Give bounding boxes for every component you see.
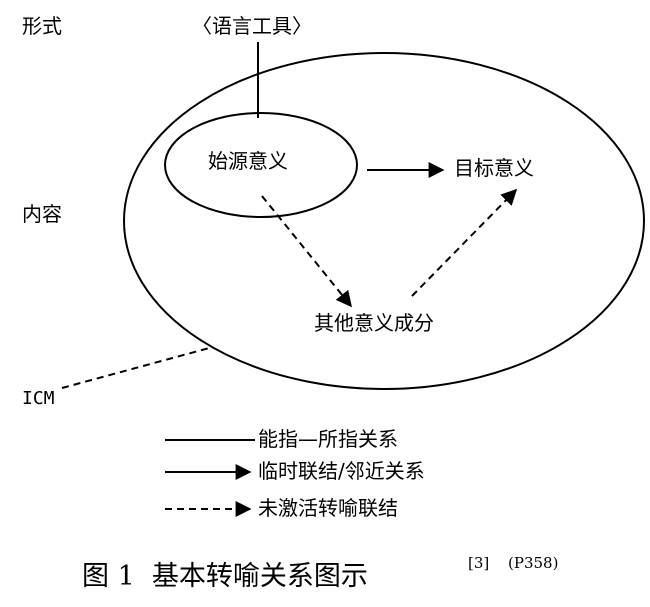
other-components-label: 其他意义成分 <box>314 311 434 335</box>
legend-label-signifier: 能指—所指关系 <box>258 427 398 451</box>
caption-page: (P358) <box>508 554 558 572</box>
legend-label-contiguity: 临时联结/邻近关系 <box>258 459 425 483</box>
target-meaning-label: 目标意义 <box>454 156 534 180</box>
caption-text: 图 1 基本转喻关系图示 <box>82 561 368 592</box>
legend: 能指—所指关系 临时联结/邻近关系 未激活转喻联结 <box>165 427 425 520</box>
source-meaning-ellipse <box>164 112 358 218</box>
figure-caption: 图 1 基本转喻关系图示 [3] (P358) <box>82 554 558 592</box>
icm-label: ICM <box>22 388 55 409</box>
language-tool-label: 〈语言工具〉 <box>192 14 312 38</box>
icm-ellipse <box>123 52 645 390</box>
form-label: 形式 <box>22 14 62 38</box>
caption-reference: [3] <box>468 554 489 572</box>
content-label: 内容 <box>22 202 62 226</box>
icm-connector-line <box>61 346 214 389</box>
legend-label-inactive: 未激活转喻联结 <box>258 496 398 520</box>
other-to-target-dashed-arrow <box>411 188 518 297</box>
source-to-other-dashed-arrow <box>261 195 353 308</box>
source-meaning-label: 始源意义 <box>208 149 288 173</box>
